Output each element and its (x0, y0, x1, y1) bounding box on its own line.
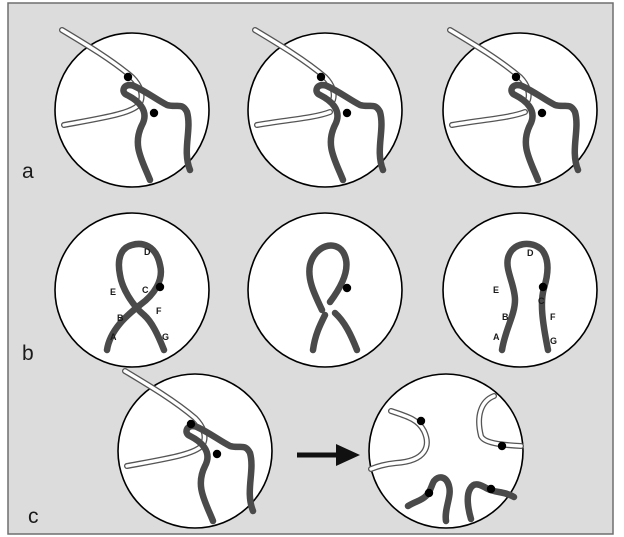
circle-outline (247, 32, 403, 188)
row-a-circle-1 (54, 30, 210, 188)
marker-dot (486, 484, 496, 494)
marker-dot (212, 449, 222, 459)
marker-dot (537, 108, 547, 118)
point-label-C: C (538, 296, 545, 306)
row-b-circle-3: A B C D E F G (442, 212, 598, 368)
point-label-C: C (142, 285, 149, 295)
point-label-E: E (493, 285, 499, 295)
point-label-F: F (156, 306, 162, 316)
marker-dot (342, 108, 352, 118)
row-b: A B C D E F G A B C D E F G b (22, 212, 598, 368)
point-label-G: G (550, 336, 557, 346)
marker-dot (497, 441, 507, 451)
marker-dot (155, 282, 165, 292)
point-label-E: E (110, 287, 116, 297)
marker-dot (123, 72, 133, 82)
marker-dot (424, 488, 434, 498)
point-label-F: F (550, 312, 556, 322)
point-label-A: A (493, 332, 500, 342)
circle-outline (442, 32, 598, 188)
row-label-c: c (28, 505, 39, 528)
point-label-A: A (110, 332, 117, 342)
point-label-D: D (527, 248, 534, 258)
marker-dot (316, 72, 326, 82)
row-label-a: a (22, 160, 34, 183)
point-label-B: B (117, 313, 124, 323)
row-c-circle-2 (368, 373, 524, 529)
marker-dot (538, 282, 548, 292)
right-arrow-icon (297, 444, 360, 466)
point-label-D: D (144, 247, 151, 257)
point-label-B: B (502, 312, 509, 322)
marker-dot (149, 108, 159, 118)
row-label-b: b (22, 342, 34, 365)
circle-outline (54, 212, 210, 368)
row-b-circle-2 (247, 212, 403, 368)
circle-outline (247, 212, 403, 368)
row-a-circle-3 (442, 30, 598, 188)
marker-dot (186, 419, 196, 429)
marker-dot (416, 416, 426, 426)
row-c-circle-1 (117, 371, 273, 529)
circle-outline (442, 212, 598, 368)
row-a: a (22, 30, 598, 188)
point-label-G: G (162, 332, 169, 342)
row-c: c (28, 371, 524, 529)
row-b-circle-1: A B C D E F G (54, 212, 210, 368)
marker-dot (342, 283, 352, 293)
row-a-circle-2 (247, 30, 403, 188)
marker-dot (511, 72, 521, 82)
